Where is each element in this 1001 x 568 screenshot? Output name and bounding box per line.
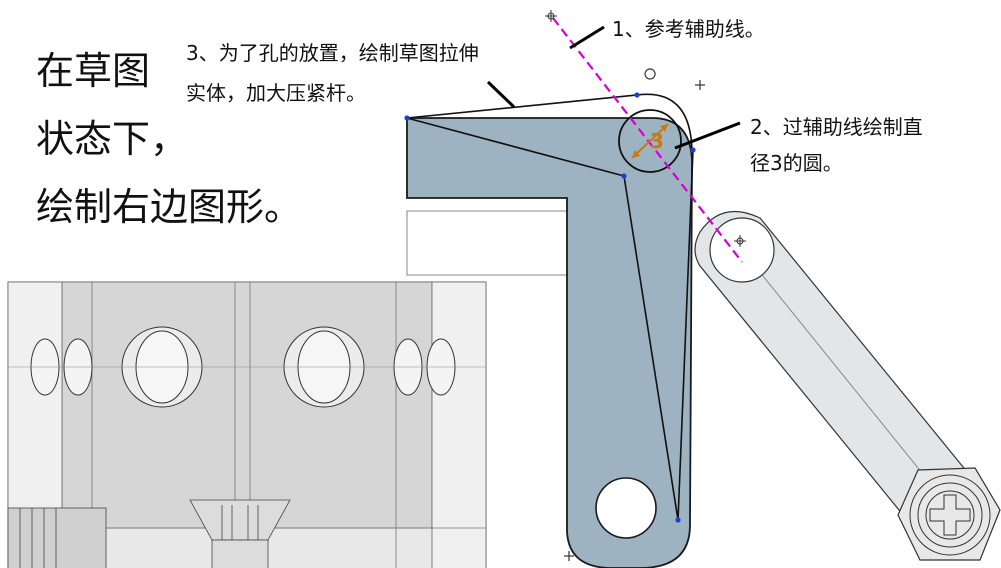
block-bottom-screw [189,499,291,568]
heading-line-2: 状态下， [36,117,189,161]
dimension-annotation: 3 [631,123,669,159]
block-bottom-slots [7,507,107,568]
annotation-step-1: 1、参考辅助线。 [612,17,765,41]
heading-line-3: 绘制右边图形。 [36,185,303,229]
dimension-value: 3 [650,129,664,153]
clamp-arm-3d [694,210,1001,561]
origin-marker-icon [545,10,557,22]
arm-hole [709,217,775,283]
block-3d-view [7,281,487,568]
sketch-circle-dia3 [618,109,682,173]
l-bracket-part [406,117,693,568]
sketch-profile-lines [406,93,694,521]
constraint-symbols [564,68,705,561]
reference-construction-line [552,17,743,263]
annotation-step-2-line-1: 2、过辅助线绘制直 [750,115,923,139]
annotation-leaders [486,25,741,150]
annotation-step-3-line-1: 3、为了孔的放置，绘制草图拉伸 [186,41,479,65]
bottom-hole [595,477,657,539]
annotation-step-3-line-2: 实体，加大压紧杆。 [186,81,366,105]
sketch-points [404,92,696,523]
annotation-step-2-line-2: 径3的圆。 [750,151,843,175]
arm-hex-screw [897,467,1001,561]
heading-line-1: 在草图 [36,49,151,93]
hole-center-marker-icon [734,235,746,247]
